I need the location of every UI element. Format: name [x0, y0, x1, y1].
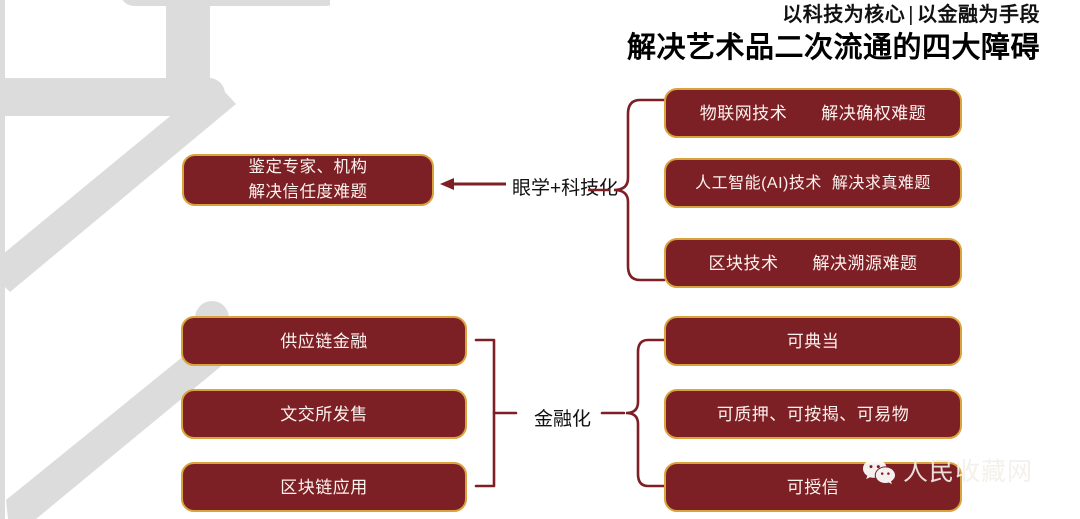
- finance-left-label-0: 供应链金融: [280, 331, 368, 351]
- finance-right-label-2: 可授信: [786, 477, 840, 497]
- page-subtitle: 以科技为核心|以金融为手段: [627, 2, 1040, 28]
- site-watermark-text: 人民收藏网: [903, 458, 1034, 486]
- finance-right-label-1: 可质押、可按揭、可易物: [716, 404, 910, 424]
- tech-item-2-solves: 解决溯源难题: [812, 253, 918, 273]
- header: 以科技为核心|以金融为手段 解决艺术品二次流通的四大障碍: [627, 2, 1040, 67]
- tech-item-box-0[interactable]: 物联网技术 解决确权难题: [664, 88, 962, 138]
- finance-right-brace-connector: [600, 338, 666, 488]
- finance-right-box-1[interactable]: 可质押、可按揭、可易物: [664, 389, 962, 439]
- wechat-icon: [863, 459, 895, 485]
- subtitle-divider: |: [908, 4, 914, 26]
- site-watermark: 人民收藏网: [862, 458, 1033, 487]
- tech-item-0-solves: 解决确权难题: [821, 103, 927, 123]
- tech-brace-connector: [588, 98, 666, 282]
- tech-group-label: 眼学+科技化: [512, 178, 619, 199]
- finance-right-label-0: 可典当: [786, 331, 840, 351]
- finance-left-box-1[interactable]: 文交所发售: [181, 389, 467, 439]
- finance-right-box-2[interactable]: 可授信: [664, 462, 962, 512]
- finance-group-label: 金融化: [534, 409, 592, 430]
- tech-source-box[interactable]: 鉴定专家、机构 解决信任度难题: [182, 154, 434, 206]
- finance-left-label-2: 区块链应用: [280, 477, 368, 497]
- left-edge-strip: [0, 0, 5, 519]
- tech-source-line1: 鉴定专家、机构: [248, 158, 368, 176]
- subtitle-right-text: 以金融为手段: [917, 4, 1040, 26]
- finance-left-bracket-connector: [474, 338, 518, 488]
- background-watermark-glyph: [0, 0, 330, 519]
- tech-item-box-1[interactable]: 人工智能(AI)技术解决求真难题: [664, 158, 962, 208]
- tech-item-2-tech: 区块技术: [708, 253, 779, 273]
- finance-left-box-2[interactable]: 区块链应用: [181, 462, 467, 512]
- finance-right-box-0[interactable]: 可典当: [664, 316, 962, 366]
- tech-item-1-tech: 人工智能(AI)技术: [695, 174, 822, 192]
- tech-source-line2: 解决信任度难题: [248, 183, 368, 201]
- tech-item-1-solves: 解决求真难题: [831, 174, 931, 192]
- finance-left-label-1: 文交所发售: [280, 404, 368, 424]
- tech-left-arrow-icon: [440, 178, 506, 190]
- page-title: 解决艺术品二次流通的四大障碍: [626, 32, 1040, 64]
- subtitle-left-text: 以科技为核心: [782, 4, 906, 26]
- finance-left-box-0[interactable]: 供应链金融: [181, 316, 467, 366]
- tech-item-box-2[interactable]: 区块技术 解决溯源难题: [664, 238, 962, 288]
- tech-item-0-tech: 物联网技术: [699, 103, 788, 123]
